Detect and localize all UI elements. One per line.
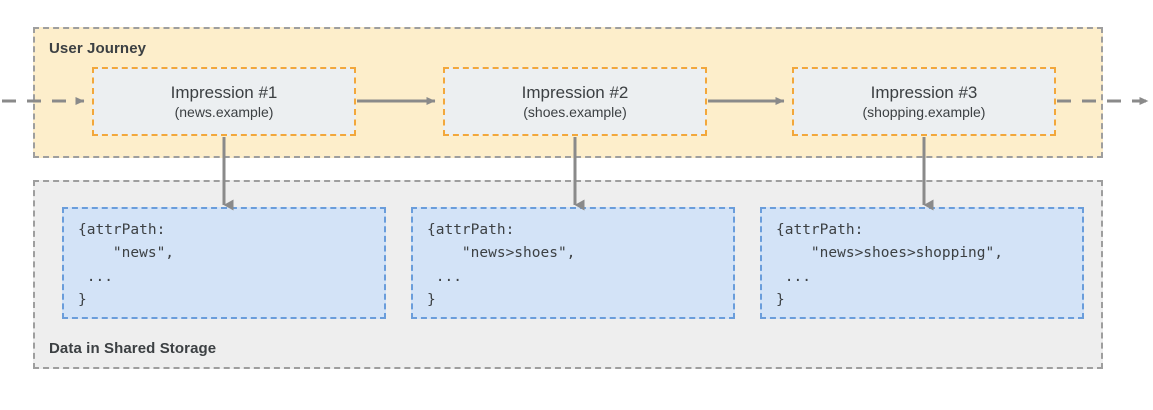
storage-entry-box-1: {attrPath: "news", ... } bbox=[62, 207, 386, 319]
impression-box-1: Impression #1 (news.example) bbox=[92, 67, 356, 136]
storage-entry-1-code: {attrPath: "news", ... } bbox=[78, 222, 175, 309]
impression-1-title: Impression #1 bbox=[170, 82, 278, 102]
storage-entry-2-code: {attrPath: "news>shoes", ... } bbox=[427, 222, 576, 309]
storage-entry-box-2: {attrPath: "news>shoes", ... } bbox=[411, 207, 735, 319]
impression-box-2: Impression #2 (shoes.example) bbox=[443, 67, 707, 136]
impression-3-site: (shopping.example) bbox=[862, 104, 986, 121]
storage-entry-box-3: {attrPath: "news>shoes>shopping", ... } bbox=[760, 207, 1084, 319]
shared-storage-label: Data in Shared Storage bbox=[49, 340, 217, 357]
impression-3-title: Impression #3 bbox=[870, 82, 978, 102]
impression-2-site: (shoes.example) bbox=[523, 104, 627, 121]
user-journey-label: User Journey bbox=[49, 40, 147, 57]
storage-entry-3-code: {attrPath: "news>shoes>shopping", ... } bbox=[776, 222, 1003, 309]
impression-1-site: (news.example) bbox=[174, 104, 274, 121]
impression-box-3: Impression #3 (shopping.example) bbox=[792, 67, 1056, 136]
impression-2-title: Impression #2 bbox=[521, 82, 629, 102]
